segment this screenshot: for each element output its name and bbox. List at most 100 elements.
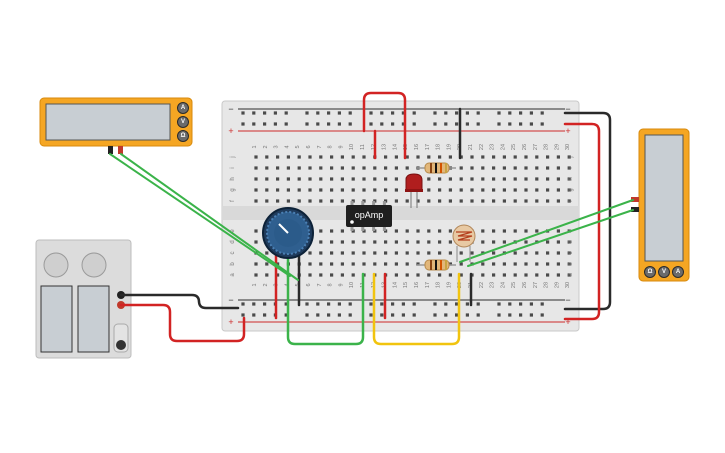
rail-hole[interactable] xyxy=(316,313,320,317)
breadboard-hole[interactable] xyxy=(384,155,388,159)
rail-hole[interactable] xyxy=(252,122,256,126)
rail-hole[interactable] xyxy=(412,302,416,306)
rail-hole[interactable] xyxy=(476,302,480,306)
breadboard-hole[interactable] xyxy=(556,199,560,203)
breadboard-hole[interactable] xyxy=(319,240,323,244)
voltage-knob[interactable] xyxy=(43,252,69,278)
breadboard-hole[interactable] xyxy=(351,262,355,266)
breadboard-hole[interactable] xyxy=(330,166,334,170)
multimeter-right-mode-a-button[interactable]: A xyxy=(672,266,684,278)
rail-hole[interactable] xyxy=(540,302,544,306)
current-knob[interactable] xyxy=(81,252,107,278)
breadboard-hole[interactable] xyxy=(459,273,463,277)
breadboard-hole[interactable] xyxy=(438,155,442,159)
rail-hole[interactable] xyxy=(540,313,544,317)
breadboard-hole[interactable] xyxy=(373,240,377,244)
rail-hole[interactable] xyxy=(305,122,309,126)
breadboard-hole[interactable] xyxy=(286,155,290,159)
breadboard-hole[interactable] xyxy=(502,155,506,159)
breadboard-hole[interactable] xyxy=(492,229,496,233)
rail-hole[interactable] xyxy=(252,302,256,306)
breadboard-hole[interactable] xyxy=(308,251,312,255)
breadboard-hole[interactable] xyxy=(427,155,431,159)
breadboard-hole[interactable] xyxy=(308,166,312,170)
breadboard-hole[interactable] xyxy=(405,262,409,266)
breadboard-hole[interactable] xyxy=(394,251,398,255)
rail-hole[interactable] xyxy=(508,111,512,115)
breadboard-hole[interactable] xyxy=(535,199,539,203)
breadboard-hole[interactable] xyxy=(254,188,258,192)
multimeter-left-probe-black[interactable] xyxy=(108,146,113,154)
breadboard-hole[interactable] xyxy=(384,166,388,170)
rail-hole[interactable] xyxy=(369,313,373,317)
breadboard-hole[interactable] xyxy=(513,262,517,266)
breadboard-hole[interactable] xyxy=(448,273,452,277)
multimeter-right[interactable] xyxy=(631,128,690,282)
rail-hole[interactable] xyxy=(401,313,405,317)
breadboard-hole[interactable] xyxy=(416,273,420,277)
wire-red-top-jumper[interactable] xyxy=(362,91,407,160)
breadboard-hole[interactable] xyxy=(502,177,506,181)
breadboard-hole[interactable] xyxy=(556,188,560,192)
breadboard-hole[interactable] xyxy=(459,251,463,255)
breadboard-hole[interactable] xyxy=(567,262,571,266)
breadboard-hole[interactable] xyxy=(373,262,377,266)
rail-hole[interactable] xyxy=(316,122,320,126)
breadboard-hole[interactable] xyxy=(567,177,571,181)
breadboard-hole[interactable] xyxy=(459,262,463,266)
breadboard-hole[interactable] xyxy=(492,262,496,266)
breadboard-hole[interactable] xyxy=(546,273,550,277)
breadboard-hole[interactable] xyxy=(438,251,442,255)
breadboard-hole[interactable] xyxy=(297,166,301,170)
rail-hole[interactable] xyxy=(284,122,288,126)
rail-hole[interactable] xyxy=(380,111,384,115)
rail-hole[interactable] xyxy=(508,302,512,306)
breadboard-hole[interactable] xyxy=(481,166,485,170)
breadboard-hole[interactable] xyxy=(297,188,301,192)
breadboard-hole[interactable] xyxy=(448,155,452,159)
breadboard-hole[interactable] xyxy=(524,262,528,266)
power-supply[interactable] xyxy=(35,239,132,359)
breadboard-holes[interactable] xyxy=(241,111,571,317)
breadboard-hole[interactable] xyxy=(438,177,442,181)
breadboard-hole[interactable] xyxy=(438,273,442,277)
breadboard-hole[interactable] xyxy=(546,240,550,244)
breadboard-hole[interactable] xyxy=(481,262,485,266)
breadboard-hole[interactable] xyxy=(416,199,420,203)
breadboard-hole[interactable] xyxy=(502,273,506,277)
breadboard-hole[interactable] xyxy=(567,251,571,255)
breadboard-hole[interactable] xyxy=(373,166,377,170)
breadboard-hole[interactable] xyxy=(438,240,442,244)
breadboard-hole[interactable] xyxy=(492,188,496,192)
rail-hole[interactable] xyxy=(369,111,373,115)
breadboard-hole[interactable] xyxy=(340,262,344,266)
breadboard-hole[interactable] xyxy=(276,273,280,277)
breadboard-hole[interactable] xyxy=(276,199,280,203)
multimeter-left[interactable] xyxy=(39,97,193,154)
breadboard-hole[interactable] xyxy=(308,155,312,159)
rail-hole[interactable] xyxy=(455,302,459,306)
rail-hole[interactable] xyxy=(348,111,352,115)
rail-hole[interactable] xyxy=(273,122,277,126)
rail-hole[interactable] xyxy=(337,111,341,115)
breadboard-hole[interactable] xyxy=(481,273,485,277)
breadboard-hole[interactable] xyxy=(481,177,485,181)
breadboard-hole[interactable] xyxy=(373,188,377,192)
rail-hole[interactable] xyxy=(305,111,309,115)
breadboard-hole[interactable] xyxy=(556,177,560,181)
breadboard-hole[interactable] xyxy=(340,155,344,159)
breadboard-hole[interactable] xyxy=(405,199,409,203)
breadboard-hole[interactable] xyxy=(384,177,388,181)
breadboard-hole[interactable] xyxy=(319,166,323,170)
breadboard-hole[interactable] xyxy=(265,177,269,181)
rail-hole[interactable] xyxy=(465,313,469,317)
breadboard-hole[interactable] xyxy=(492,251,496,255)
breadboard-hole[interactable] xyxy=(535,166,539,170)
rail-hole[interactable] xyxy=(444,302,448,306)
breadboard-hole[interactable] xyxy=(416,262,420,266)
breadboard-hole[interactable] xyxy=(330,199,334,203)
breadboard-hole[interactable] xyxy=(492,240,496,244)
breadboard-hole[interactable] xyxy=(459,166,463,170)
breadboard-hole[interactable] xyxy=(330,251,334,255)
